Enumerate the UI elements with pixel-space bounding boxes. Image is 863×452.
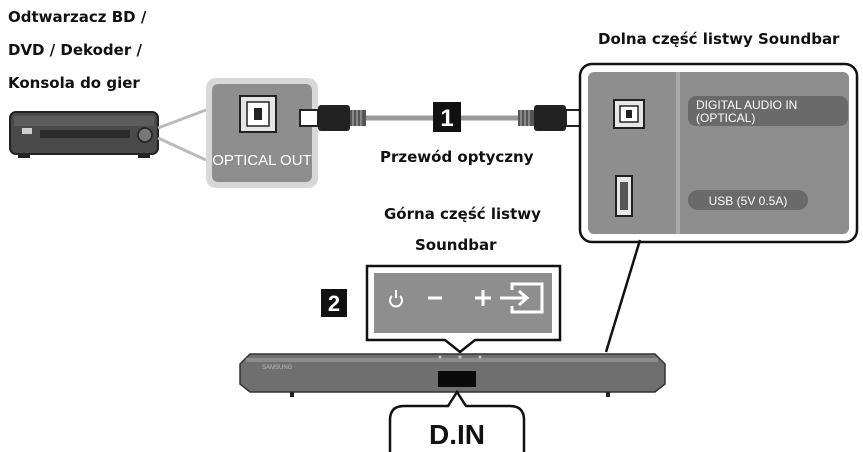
soundbar-top-title-line1: Górna część listwy [384,205,541,223]
soundbar-display-window [438,371,476,387]
plus-icon [475,290,491,306]
soundbar-bottom-title: Dolna część listwy Soundbar [598,30,840,48]
soundbar-brand: SAMSUNG [262,365,293,371]
optical-out-panel: OPTICAL OUT [206,78,318,188]
step-1-badge: 1 [433,102,461,132]
source-device-label-line3: Konsola do gier [8,74,140,92]
optical-in-port-icon [613,99,645,129]
source-input-icon [500,282,544,314]
cable-label: Przewód optyczny [380,148,534,166]
callout-line-source-upper [157,108,207,130]
optical-cable [299,105,585,131]
power-icon [389,290,403,308]
soundbar-top-title-line2: Soundbar [415,236,497,254]
usb-port-icon [615,175,633,217]
step-2-badge: 2 [321,289,347,317]
soundbar-top-controls-panel [361,260,566,354]
callout-line-bottom-panel [604,239,642,353]
callout-line-source-lower [157,136,207,162]
display-text: D.IN [429,419,485,450]
soundbar-body: SAMSUNG [239,353,666,397]
soundbar-bottom-panel: DIGITAL AUDIO IN (OPTICAL) USB (5V 0.5A) [578,62,859,244]
display-callout: D.IN [388,389,526,452]
step-2-number: 2 [328,291,340,316]
optical-port-icon [239,95,277,133]
digital-audio-in-label-line1: DIGITAL AUDIO IN [696,98,797,112]
bd-player-device [9,111,159,158]
usb-label: USB (5V 0.5A) [709,194,788,208]
source-device-label-line2: DVD / Dekoder / [8,41,142,59]
digital-audio-in-label-line2: (OPTICAL) [696,111,755,125]
step-1-number: 1 [440,105,453,132]
source-device-label-line1: Odtwarzacz BD / [8,8,147,26]
optical-out-label: OPTICAL OUT [212,152,311,169]
